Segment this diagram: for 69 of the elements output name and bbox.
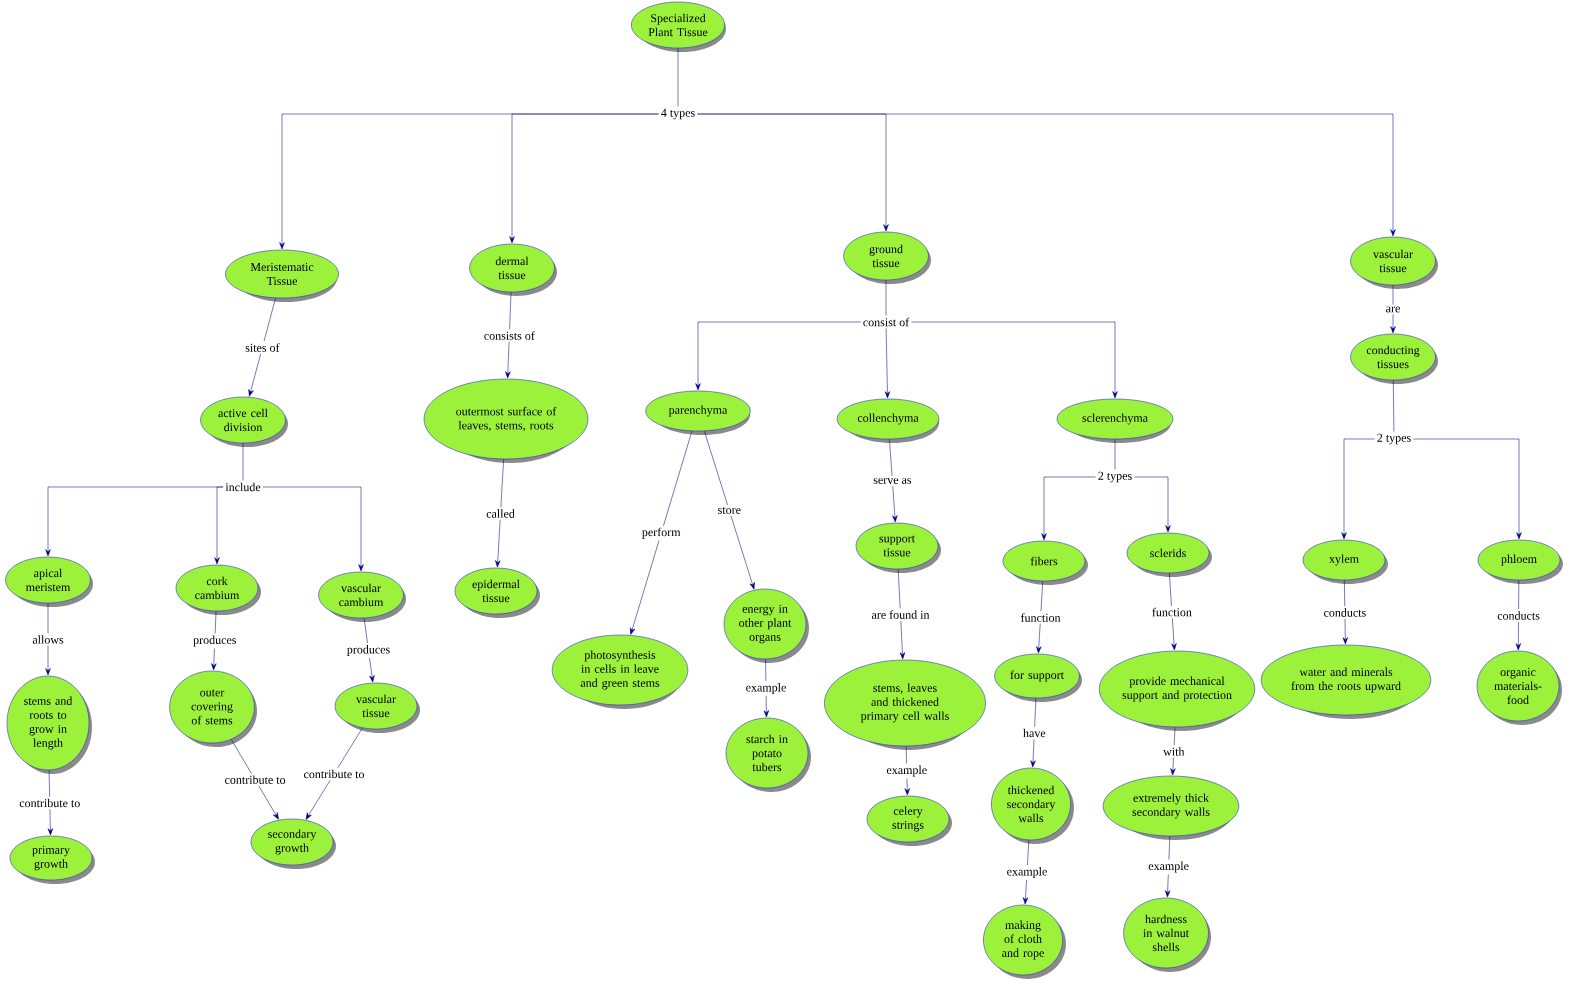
edge-label: perform <box>639 525 683 541</box>
edge-label: store <box>715 505 743 516</box>
arrow <box>509 113 659 244</box>
arrow <box>505 292 512 379</box>
edge-label: example <box>1004 865 1050 880</box>
arrow <box>1036 581 1044 654</box>
arrow <box>1041 476 1096 541</box>
edge-label: have <box>1021 726 1048 740</box>
arrow <box>1165 836 1171 898</box>
arrow <box>889 439 898 523</box>
arrow <box>211 611 217 671</box>
edge-label: consists of <box>481 329 537 342</box>
arrow <box>1022 839 1030 905</box>
edge-label: serve as <box>871 476 914 486</box>
arrow <box>884 328 891 399</box>
arrow <box>904 746 910 796</box>
arrow <box>1030 698 1037 768</box>
arrow <box>230 739 279 820</box>
arrow <box>1170 727 1176 776</box>
edge-label: contribute to <box>301 767 367 781</box>
arrow <box>695 321 861 391</box>
edge-label: called <box>484 507 517 520</box>
arrow <box>763 659 769 718</box>
edge-label: produces <box>344 643 393 658</box>
edge-label: function <box>1149 605 1194 619</box>
arrow <box>1390 285 1396 334</box>
arrow <box>704 430 755 590</box>
link-phrase: 2 types <box>1374 431 1414 447</box>
edge-label: example <box>743 681 789 696</box>
arrow <box>897 569 906 660</box>
edge-label: sites of <box>243 341 282 354</box>
edge-label: allows <box>30 633 66 646</box>
edge-label: function <box>1018 611 1063 624</box>
connector-line <box>1114 439 1116 470</box>
arrow <box>47 770 54 836</box>
arrow <box>305 727 363 820</box>
link-phrase: 4 types <box>658 106 698 122</box>
edge-label: example <box>1146 859 1191 875</box>
link-phrase: include <box>223 480 263 494</box>
edge-label: produces <box>191 633 239 649</box>
arrow <box>1169 573 1177 651</box>
arrow <box>1341 438 1375 540</box>
connector-line <box>885 280 887 316</box>
edge-label: are <box>1383 304 1403 315</box>
arrow <box>248 297 276 397</box>
edge-label: with <box>1161 745 1187 758</box>
edge-label: conducts <box>1495 609 1542 622</box>
arrow <box>45 603 51 676</box>
arrow <box>697 113 1396 237</box>
link-phrase: 2 types <box>1095 469 1135 485</box>
edge-label: conducts <box>1321 606 1369 619</box>
arrow <box>214 486 224 565</box>
arrow <box>495 458 504 568</box>
edge-label: are found in <box>869 608 932 621</box>
arrow <box>363 617 375 683</box>
arrow <box>911 321 1118 399</box>
arrow <box>1515 580 1521 651</box>
edge-label: example <box>884 763 930 779</box>
arrow <box>1413 438 1522 540</box>
connector-line <box>242 443 244 481</box>
arrow <box>630 430 693 635</box>
arrow <box>1342 580 1348 645</box>
arrow <box>1134 476 1171 533</box>
link-phrase: consist of <box>860 315 912 329</box>
connector-line <box>1393 380 1395 432</box>
arrow <box>262 486 364 572</box>
edge-label: contribute to <box>222 773 288 786</box>
connector-line <box>677 48 679 107</box>
edge-label: contribute to <box>17 796 83 810</box>
